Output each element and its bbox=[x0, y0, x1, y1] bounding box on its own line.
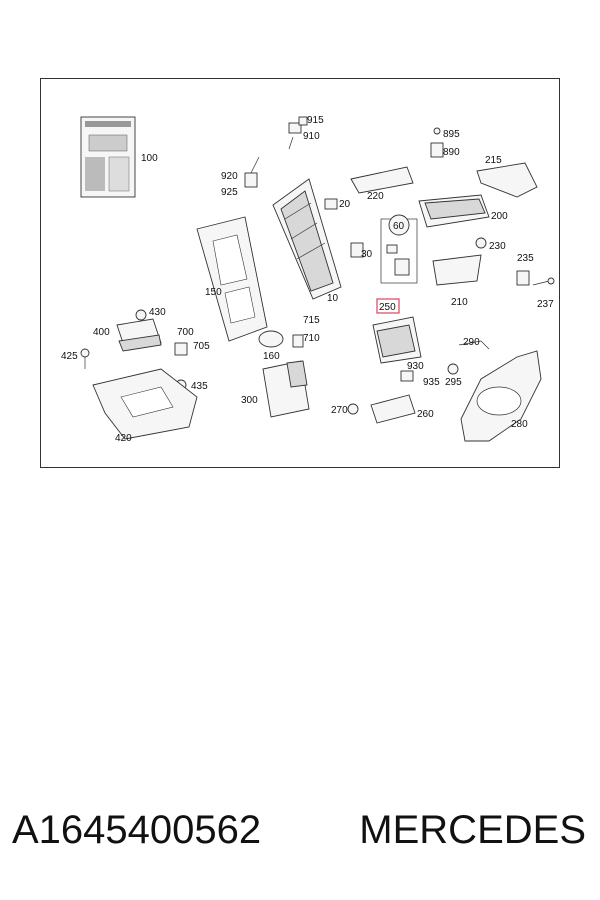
clip-710-part bbox=[292, 334, 304, 348]
callout-20[interactable]: 20 bbox=[339, 199, 351, 210]
callout-200[interactable]: 200 bbox=[491, 211, 508, 222]
callout-160[interactable]: 160 bbox=[263, 351, 280, 362]
callout-215[interactable]: 215 bbox=[485, 155, 502, 166]
connector-890-part bbox=[430, 127, 444, 158]
clip-20-part bbox=[324, 198, 338, 210]
bracket-210-part bbox=[432, 254, 482, 286]
clip-30-part bbox=[350, 242, 364, 258]
callout-150[interactable]: 150 bbox=[205, 287, 222, 298]
callout-420[interactable]: 420 bbox=[115, 433, 132, 444]
fuse-box-part bbox=[272, 178, 342, 300]
callout-230[interactable]: 230 bbox=[489, 241, 506, 252]
callout-237[interactable]: 237 bbox=[537, 299, 554, 310]
callout-915[interactable]: 915 bbox=[307, 115, 324, 126]
callout-400[interactable]: 400 bbox=[93, 327, 110, 338]
parts-diagram: 100 915 910 895 890 215 920 925 10 20 22… bbox=[40, 78, 560, 468]
wire-290-part bbox=[458, 340, 490, 350]
callout-290[interactable]: 290 bbox=[463, 337, 480, 348]
callout-910[interactable]: 910 bbox=[303, 131, 320, 142]
exploded-view-svg: 100 915 910 895 890 215 920 925 10 20 22… bbox=[61, 115, 555, 444]
bracket-260-part bbox=[370, 394, 416, 424]
nut-295-part bbox=[447, 363, 459, 375]
callout-705[interactable]: 705 bbox=[193, 341, 210, 352]
highlight-box-250 bbox=[376, 298, 400, 314]
control-unit-300-part bbox=[262, 360, 310, 418]
callout-235[interactable]: 235 bbox=[517, 253, 534, 264]
part-number: A1645400562 bbox=[12, 808, 262, 852]
support-bracket-280-part bbox=[460, 350, 542, 442]
callout-220[interactable]: 220 bbox=[367, 191, 384, 202]
callout-260[interactable]: 260 bbox=[417, 409, 434, 420]
callout-30[interactable]: 30 bbox=[361, 249, 373, 260]
nut-230-part bbox=[475, 237, 487, 249]
grommet-160-part bbox=[258, 330, 284, 348]
clip-930-part bbox=[400, 370, 414, 382]
callout-430[interactable]: 430 bbox=[149, 307, 166, 318]
callout-295[interactable]: 295 bbox=[445, 377, 462, 388]
callout-10[interactable]: 10 bbox=[327, 293, 339, 304]
module-250-part bbox=[372, 316, 422, 364]
relay-block-400-part bbox=[116, 309, 162, 352]
callout-210[interactable]: 210 bbox=[451, 297, 468, 308]
callout-270[interactable]: 270 bbox=[331, 405, 348, 416]
base-bracket-420-part bbox=[92, 368, 198, 440]
callout-710[interactable]: 710 bbox=[303, 333, 320, 344]
callout-935[interactable]: 935 bbox=[423, 377, 440, 388]
callout-890[interactable]: 890 bbox=[443, 147, 460, 158]
nut-270-part bbox=[347, 403, 359, 415]
clip-235-part bbox=[516, 270, 530, 286]
screw-237-part bbox=[532, 280, 550, 286]
callout-930[interactable]: 930 bbox=[407, 361, 424, 372]
bolt-425-part bbox=[80, 348, 90, 358]
label-sheet-part bbox=[80, 116, 136, 198]
control-module-200-part bbox=[418, 194, 490, 228]
clip-700-part bbox=[174, 342, 188, 356]
callout-925[interactable]: 925 bbox=[221, 187, 238, 198]
product-footer: A1645400562 MERCEDES bbox=[0, 800, 600, 860]
callout-435[interactable]: 435 bbox=[191, 381, 208, 392]
mounting-frame-150-part bbox=[196, 216, 268, 342]
callout-895[interactable]: 895 bbox=[443, 129, 460, 140]
connector-910-part bbox=[288, 116, 308, 134]
tray-220-part bbox=[350, 166, 414, 194]
brand-name: MERCEDES bbox=[359, 808, 586, 852]
callout-60[interactable]: 60 bbox=[393, 221, 405, 232]
callout-920[interactable]: 920 bbox=[221, 171, 238, 182]
callout-100[interactable]: 100 bbox=[141, 153, 158, 164]
callout-280[interactable]: 280 bbox=[511, 419, 528, 430]
bracket-920-part bbox=[244, 156, 260, 188]
callout-250[interactable]: 250 bbox=[379, 302, 396, 313]
callout-700[interactable]: 700 bbox=[177, 327, 194, 338]
callout-300[interactable]: 300 bbox=[241, 395, 258, 406]
relay-group-60-part bbox=[380, 214, 418, 284]
cover-plate-part bbox=[476, 162, 538, 198]
callout-715[interactable]: 715 bbox=[303, 315, 320, 326]
callout-425[interactable]: 425 bbox=[61, 351, 78, 362]
